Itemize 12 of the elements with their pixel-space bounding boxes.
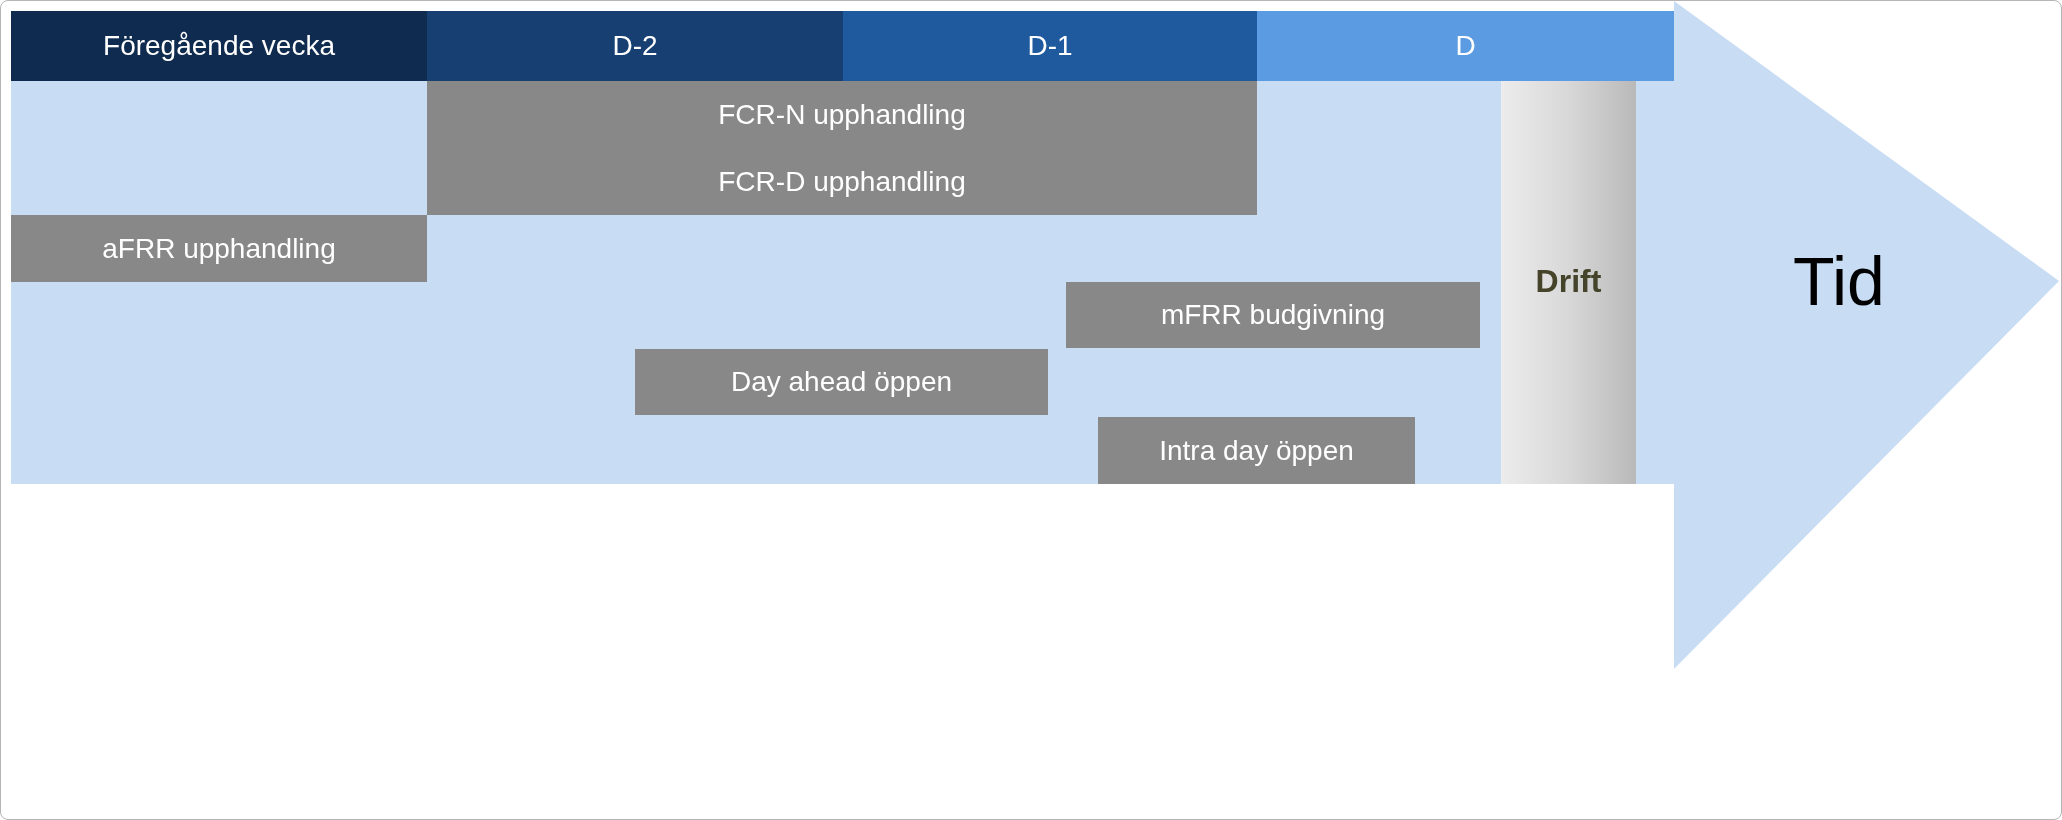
activity-bar: mFRR budgivning (1066, 282, 1480, 348)
day-header: Föregående vecka (11, 11, 427, 81)
activity-bar: FCR-N upphandling (427, 81, 1257, 148)
time-axis-label: Tid (1793, 247, 1885, 315)
activity-bar: FCR-D upphandling (427, 148, 1257, 215)
day-header: D-2 (427, 11, 843, 81)
day-header: D (1257, 11, 1674, 81)
operation-cylinder: Drift (1501, 81, 1636, 484)
activity-bar: Day ahead öppen (635, 349, 1048, 415)
activity-bar: Intra day öppen (1098, 417, 1415, 484)
activity-bar: aFRR upphandling (11, 215, 427, 282)
day-header: D-1 (843, 11, 1257, 81)
